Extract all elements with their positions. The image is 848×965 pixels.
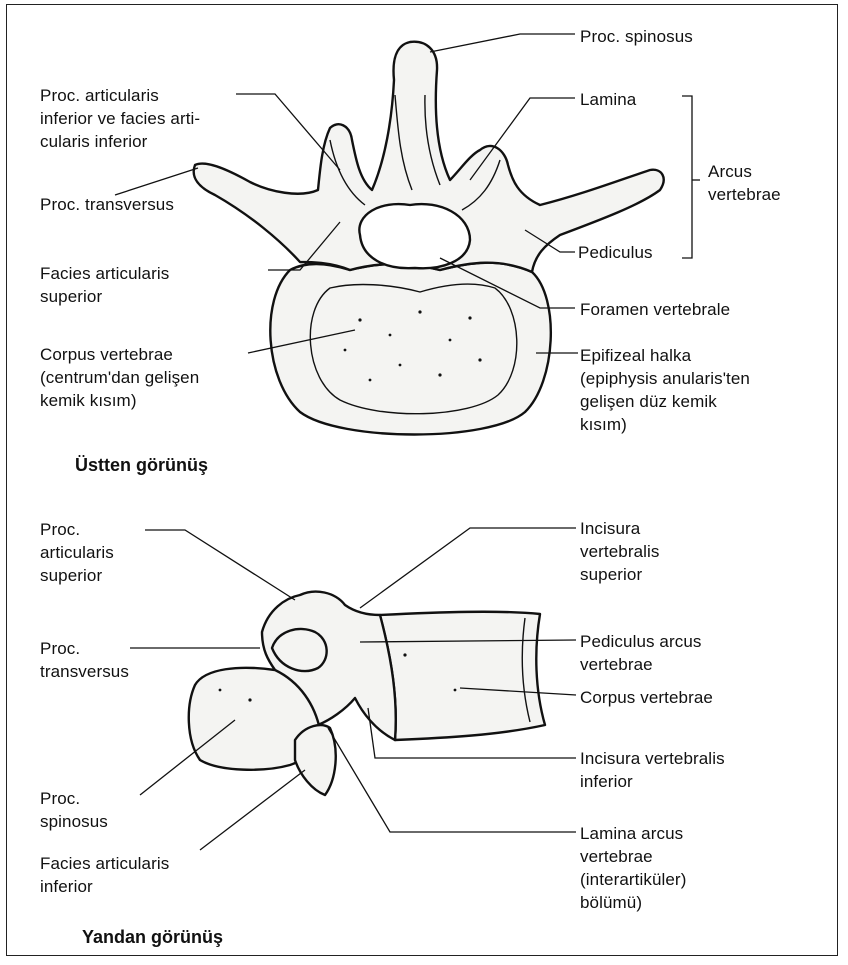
side-facies-articularis-inferior	[295, 725, 336, 795]
top-foramen-vertebrale	[359, 204, 470, 268]
label-top-proc-spinosus: Proc. spinosus	[580, 25, 693, 48]
label-side-pediculus-arcus-vertebrae: Pediculus arcus vertebrae	[580, 630, 702, 676]
label-top-corpus-vertebrae: Corpus vertebrae (centrum'dan gelişen ke…	[40, 343, 199, 412]
label-side-proc-articularis-superior: Proc. articularis superior	[40, 518, 114, 587]
label-side-incisura-vertebralis-inferior: Incisura vertebralis inferior	[580, 747, 725, 793]
label-side-facies-articularis-inferior: Facies articularis inferior	[40, 852, 169, 898]
label-top-proc-transversus: Proc. transversus	[40, 193, 174, 216]
side-corpus-vertebrae	[380, 612, 545, 740]
label-side-proc-transversus: Proc. transversus	[40, 637, 129, 683]
label-top-arcus-vertebrae: Arcus vertebrae	[708, 160, 781, 206]
caption-side-view: Yandan görünüş	[82, 927, 223, 948]
side-view-vertebra	[189, 592, 545, 795]
label-side-incisura-vertebralis-superior: Incisura vertebralis superior	[580, 517, 660, 586]
label-top-facies-articularis-superior: Facies articularis superior	[40, 262, 169, 308]
caption-top-view: Üstten görünüş	[75, 455, 208, 476]
label-top-foramen-vertebrale: Foramen vertebrale	[580, 298, 730, 321]
label-side-proc-spinosus: Proc. spinosus	[40, 787, 108, 833]
label-top-epifizeal-halka: Epifizeal halka (epiphysis anularis'ten …	[580, 344, 750, 436]
top-corpus-vertebrae	[270, 263, 551, 435]
label-top-lamina: Lamina	[580, 88, 636, 111]
label-top-pediculus: Pediculus	[578, 241, 653, 264]
label-side-lamina-arcus-vertebrae: Lamina arcus vertebrae (interartiküler) …	[580, 822, 686, 914]
label-side-corpus-vertebrae: Corpus vertebrae	[580, 686, 713, 709]
label-top-proc-articularis-inferior: Proc. articularis inferior ve facies art…	[40, 84, 200, 153]
